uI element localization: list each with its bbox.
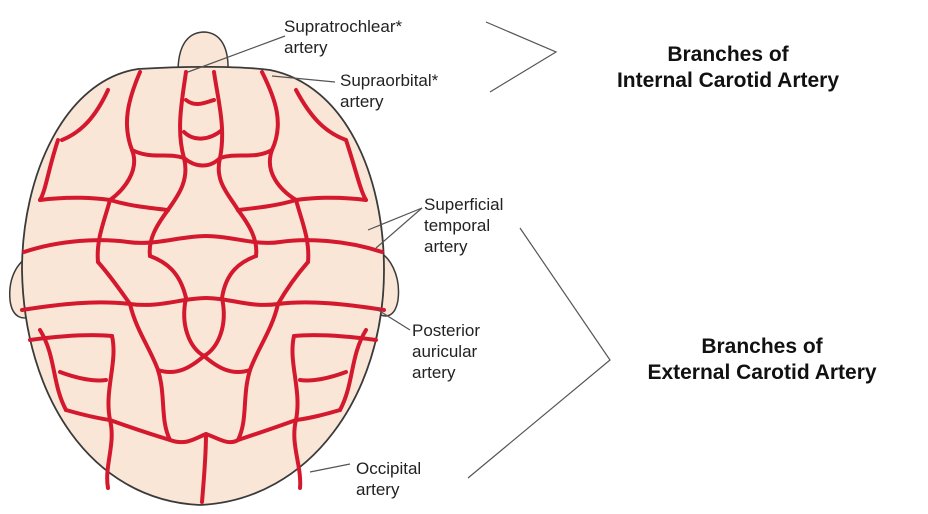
supraorbital-line1: Supraorbital* <box>340 70 438 91</box>
superficial-temporal-line3: artery <box>424 236 503 257</box>
occipital-line1: Occipital <box>356 458 421 479</box>
occipital-line2: artery <box>356 479 421 500</box>
internal-heading-line1: Branches of <box>578 42 878 68</box>
superficial-temporal-line1: Superficial <box>424 194 503 215</box>
superficial-temporal-line2: temporal <box>424 215 503 236</box>
posterior-auricular-artery-label: Posterior auricular artery <box>412 320 480 383</box>
posterior-auricular-line2: auricular <box>412 341 480 362</box>
supratrochlear-line1: Supratrochlear* <box>284 16 402 37</box>
external-carotid-group-heading: Branches of External Carotid Artery <box>604 334 920 386</box>
supraorbital-artery-label: Supraorbital* artery <box>340 70 438 112</box>
supratrochlear-line2: artery <box>284 37 402 58</box>
supratrochlear-artery-label: Supratrochlear* artery <box>284 16 402 58</box>
external-heading-line1: Branches of <box>604 334 920 360</box>
posterior-auricular-line1: Posterior <box>412 320 480 341</box>
occipital-artery-label: Occipital artery <box>356 458 421 500</box>
internal-heading-line2: Internal Carotid Artery <box>578 68 878 94</box>
superficial-temporal-artery-label: Superficial temporal artery <box>424 194 503 257</box>
posterior-auricular-line3: artery <box>412 362 480 383</box>
internal-carotid-group-heading: Branches of Internal Carotid Artery <box>578 42 878 94</box>
supraorbital-line2: artery <box>340 91 438 112</box>
external-heading-line2: External Carotid Artery <box>604 360 920 386</box>
